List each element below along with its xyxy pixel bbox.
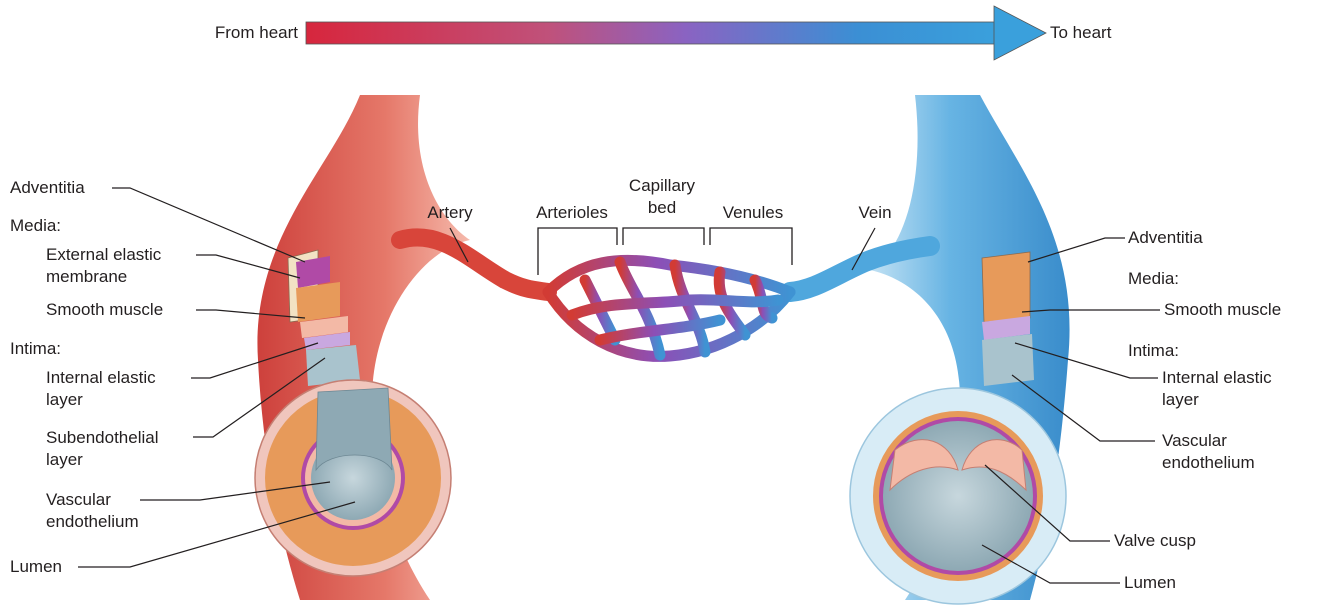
vein-lumen-label: Lumen [1124,572,1176,594]
capillary-bed-label: Capillary bed [612,175,712,219]
capillary-bed [548,260,790,356]
artery-adventitia-label: Adventitia [10,177,85,199]
flow-arrow [306,6,1046,60]
to-heart-label: To heart [1050,22,1111,44]
vein-internal-elastic-label: Internal elastic layer [1162,367,1272,411]
subendothelial-layer-label: Subendothelial layer [46,427,158,471]
artery-intima-label: Intima: [10,338,61,360]
artery-endothelium-label: Vascular endothelium [46,489,139,533]
vein-label: Vein [840,202,910,224]
artery-smooth-muscle-label: Smooth muscle [46,299,163,321]
external-elastic-membrane-label: External elastic membrane [46,244,161,288]
vein-media-label: Media: [1128,268,1179,290]
artery-media-label: Media: [10,215,61,237]
artery-internal-elastic-label: Internal elastic layer [46,367,156,411]
vein-adventitia-label: Adventitia [1128,227,1203,249]
artery-label: Artery [410,202,490,224]
artery-vessel [255,95,470,600]
arterioles-label: Arterioles [522,202,622,224]
vein-endothelium-label: Vascular endothelium [1162,430,1255,474]
venules-label: Venules [705,202,801,224]
from-heart-label: From heart [130,22,298,44]
vein-intima-label: Intima: [1128,340,1179,362]
valve-cusp-label: Valve cusp [1114,530,1196,552]
vein-smooth-muscle-label: Smooth muscle [1164,299,1281,321]
artery-lumen-label: Lumen [10,556,62,578]
